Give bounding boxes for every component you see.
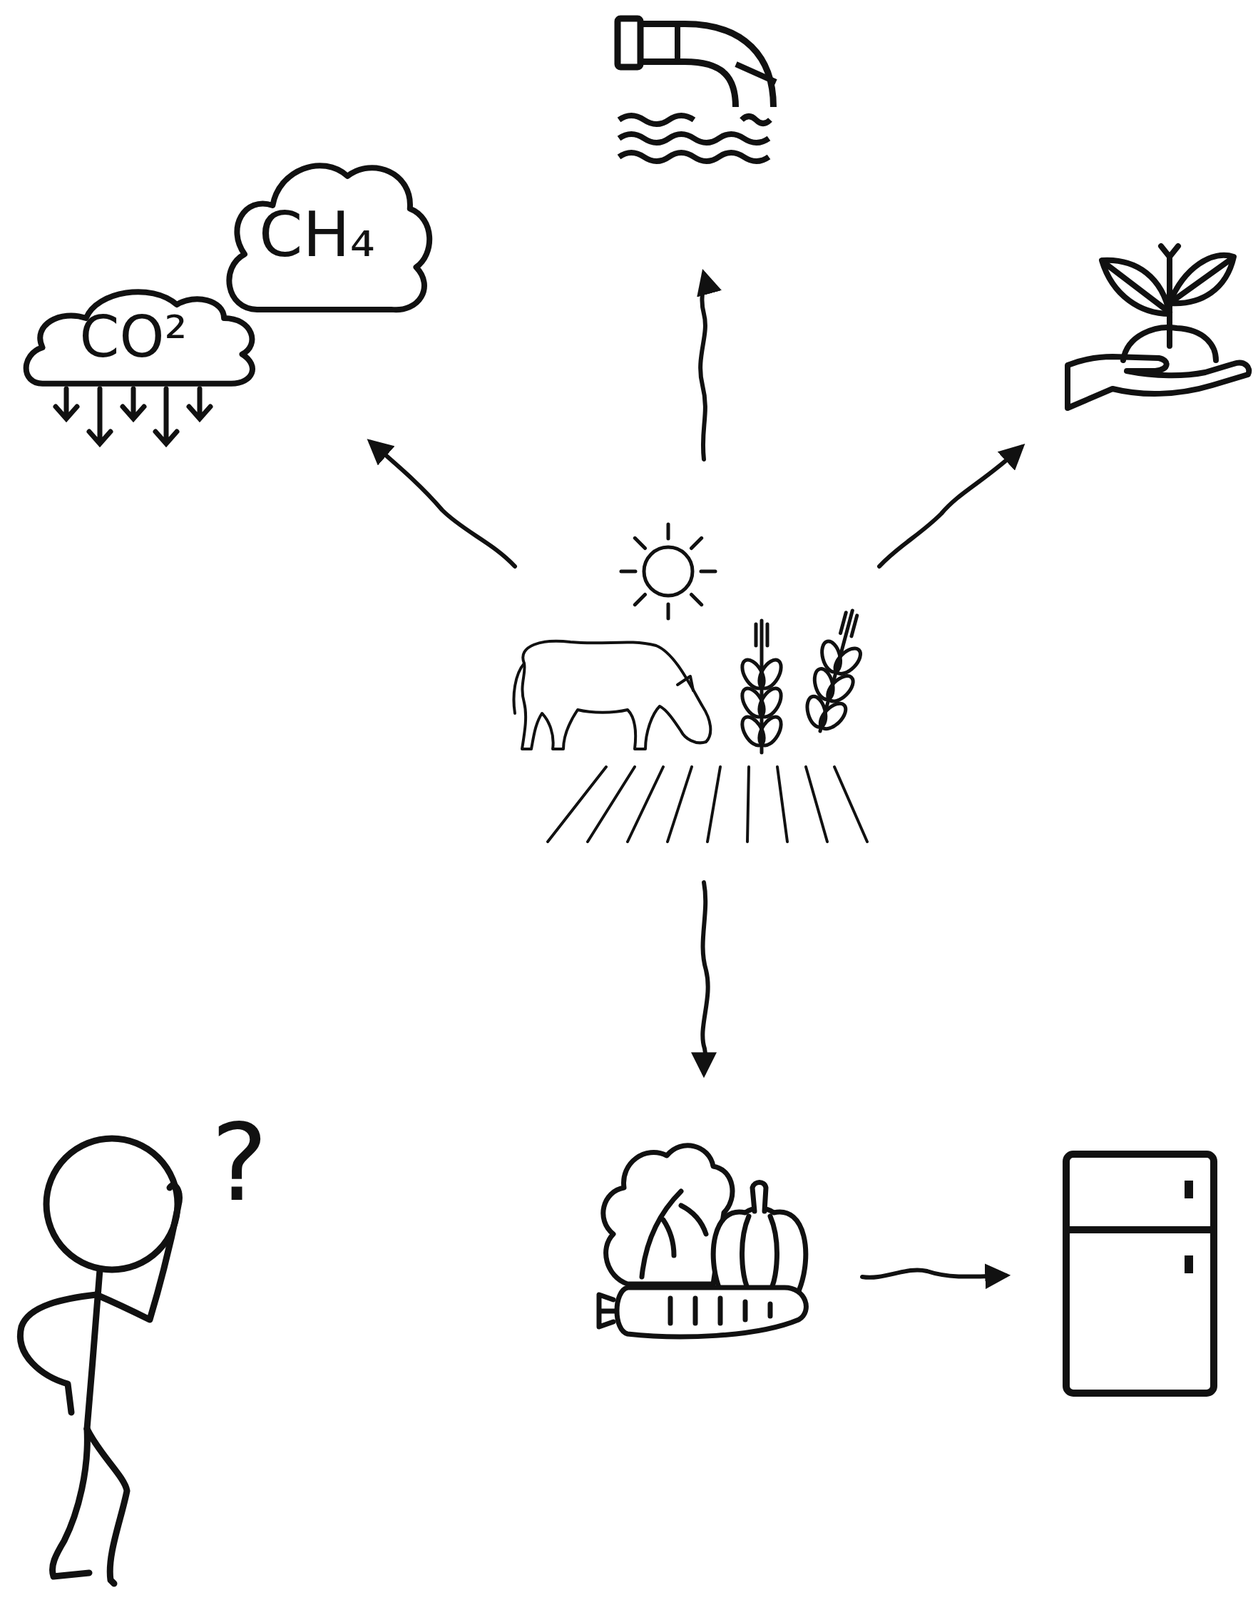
wavy-arrow (702, 882, 708, 1073)
vegetables (599, 1145, 806, 1337)
cow-body (522, 641, 711, 749)
rain-arrows (55, 388, 211, 444)
leaf (1169, 255, 1234, 304)
wheat-stalk (797, 604, 876, 737)
grazing-cow (514, 641, 712, 749)
wavy-arrow (700, 273, 706, 460)
cow-ear (677, 676, 694, 691)
impact-arrows (370, 273, 1022, 1278)
figure-arm (96, 1185, 180, 1320)
fridge (1066, 1153, 1214, 1393)
sun-rays (621, 524, 716, 619)
water-wave (619, 152, 769, 162)
wheat-stalk (738, 620, 786, 753)
stick-figure (19, 1138, 180, 1584)
gas-formula: CO² (79, 308, 188, 366)
pipe-inner (638, 42, 755, 107)
fridge-body (1066, 1153, 1214, 1393)
pipe-outline (638, 42, 755, 107)
carrot-lines (670, 1297, 771, 1323)
hand (1067, 356, 1249, 408)
down-arrow (89, 388, 111, 444)
field-rows (547, 766, 868, 842)
gas-formula: CH₄ (258, 203, 376, 267)
plant-in-hand (1067, 246, 1249, 408)
fridge-divider (1066, 1225, 1214, 1234)
cloud-node: CH₄ (219, 153, 429, 316)
cow-tail (514, 663, 525, 714)
question-mark: ? (211, 1108, 269, 1216)
wavy-arrow (370, 442, 515, 567)
leaf-vein (1103, 262, 1170, 313)
field-row-lines (547, 766, 868, 842)
carrot (616, 1287, 806, 1337)
figure-leg (87, 1428, 127, 1584)
lettuce-vein (641, 1190, 707, 1277)
leaf-vein (1169, 258, 1233, 304)
figure-leg (52, 1428, 90, 1577)
cloud-shape (228, 165, 430, 310)
down-arrow (55, 388, 78, 419)
wavy-arrow (862, 1269, 1006, 1277)
cloud-node: CO² (20, 275, 261, 388)
figure-arm (19, 1294, 97, 1413)
fridge-handle (1184, 1180, 1194, 1273)
pumpkin-stem (752, 1182, 766, 1212)
pipe-band (677, 21, 776, 83)
down-arrow (188, 388, 211, 419)
sun-disc (643, 546, 693, 596)
pumpkin-rib (742, 1215, 778, 1291)
leaf (1101, 260, 1170, 314)
wheat (738, 604, 876, 753)
water-wave (619, 134, 769, 143)
pipe-flange (617, 18, 641, 68)
wavy-arrow (879, 447, 1022, 567)
down-arrow (122, 388, 145, 419)
sun (621, 524, 716, 619)
pumpkin (713, 1208, 806, 1291)
carrot-leaves (599, 1294, 615, 1327)
figure-head (46, 1138, 178, 1270)
water-wave (619, 115, 771, 125)
outflow-pipe (617, 18, 776, 162)
cloud-shape (26, 291, 253, 384)
down-arrow (155, 388, 177, 444)
